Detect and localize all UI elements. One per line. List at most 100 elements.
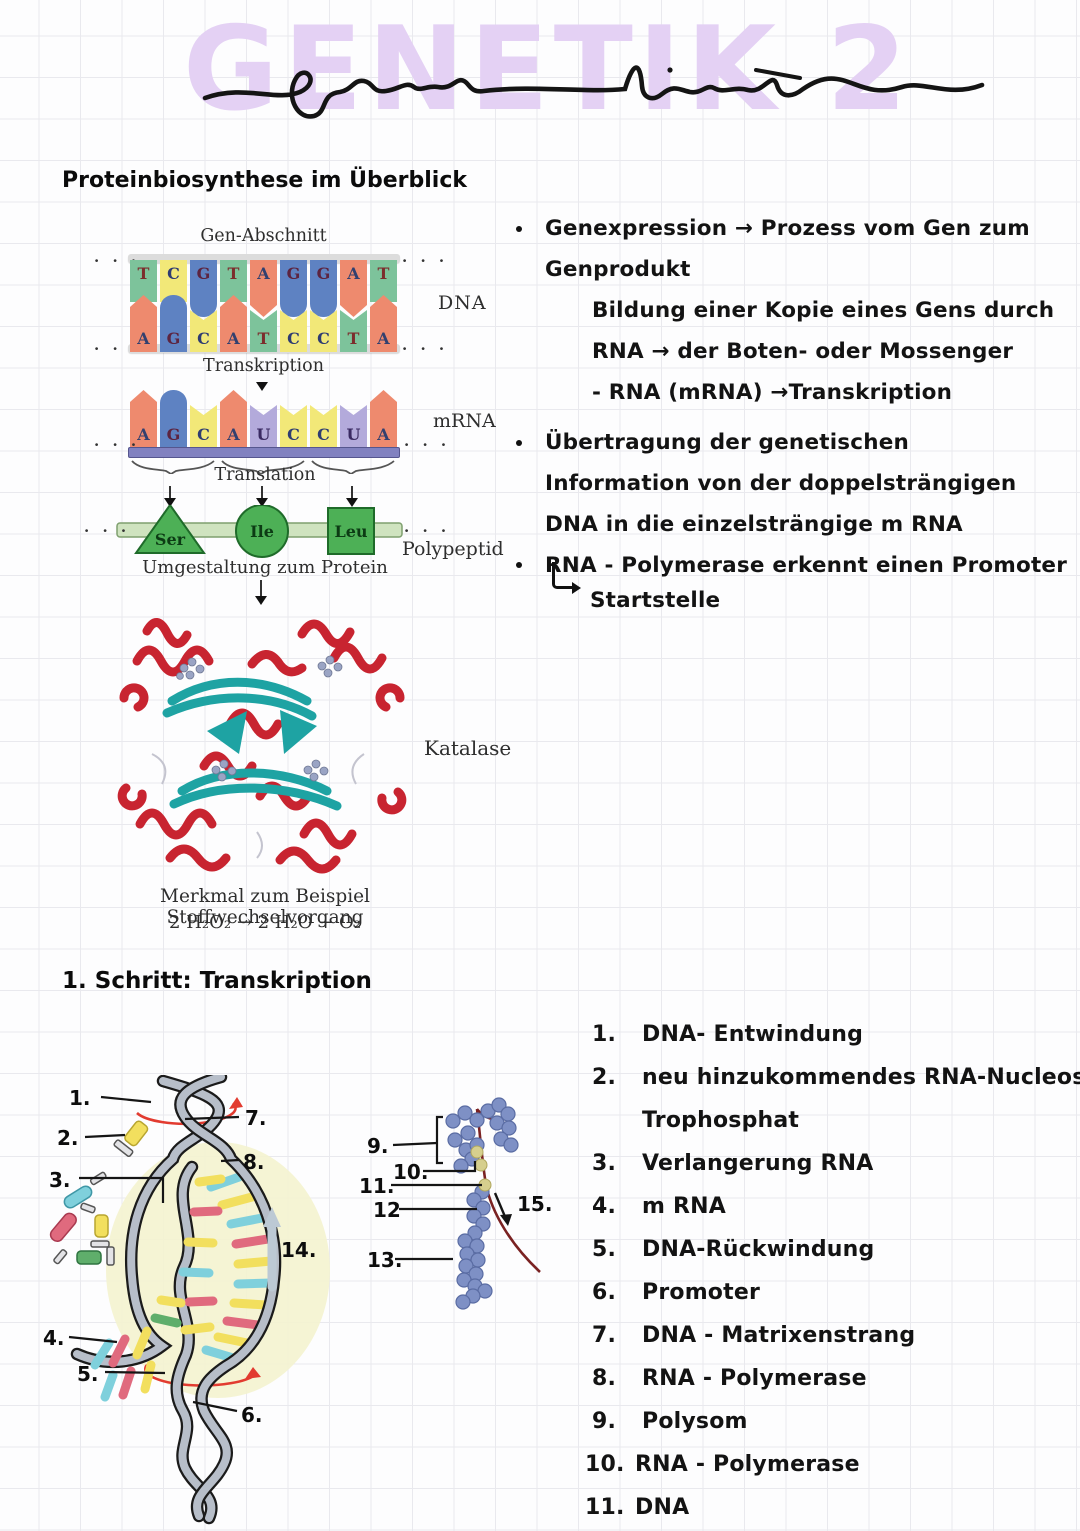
- legend-item-8: 8. RNA - Polymerase: [592, 1366, 867, 1391]
- base-pair: A T: [340, 260, 367, 352]
- note-line: Genexpression → Prozess vom Gen zum: [545, 216, 1030, 241]
- ellipsis: . . .: [94, 248, 141, 266]
- legend-number: 10.: [585, 1452, 625, 1477]
- mrna-base: U: [250, 405, 277, 447]
- callout-7: 7.: [245, 1106, 267, 1130]
- mrna-base: C: [280, 405, 307, 447]
- corner-arrow-icon: [552, 562, 581, 594]
- note-line: Startstelle: [590, 588, 721, 613]
- down-arrow-icon: [164, 498, 176, 513]
- polysome-diagram: 9. 10. 11. 12 13. 15.: [359, 1097, 552, 1310]
- dna-label: DNA: [438, 292, 487, 314]
- callout-8: 8.: [243, 1150, 265, 1174]
- ile-circle: [235, 505, 289, 558]
- mrna-base: C: [190, 405, 217, 447]
- base-bottom: A: [370, 295, 397, 352]
- base-top: A: [340, 260, 367, 317]
- legend-text: RNA - Polymerase: [635, 1452, 860, 1477]
- callout-9: 9.: [367, 1134, 389, 1158]
- trna-bead: [470, 1145, 484, 1159]
- callout-2: 2.: [57, 1126, 79, 1150]
- legend-number: 2.: [592, 1065, 617, 1090]
- katalase-equation: 2 H₂O₂ → 2 H₂O + O₂: [169, 912, 361, 933]
- transkription-label: Transkription: [203, 356, 324, 376]
- legend-item-5: 5.DNA-Rückwindung: [592, 1237, 874, 1262]
- note-line: - RNA (mRNA) →Transkription: [592, 380, 953, 405]
- katalase-label: Katalase: [424, 736, 512, 760]
- base-pair: T A: [370, 260, 397, 352]
- handwritten-title-overlay: [202, 65, 985, 119]
- legend-item-1: 1. DNA- Entwindung: [592, 1022, 863, 1047]
- dna-backbone-top: [128, 254, 400, 263]
- mrna-base: A: [220, 390, 247, 447]
- ellipsis: . . .: [402, 336, 449, 354]
- mrna-strand: A G C A U C C U A: [130, 384, 400, 447]
- legend-item-7: 7. DNA - Matrixenstrang: [592, 1323, 915, 1348]
- base-top: A: [250, 260, 277, 317]
- legend-text: RNA - Polymerase: [642, 1366, 867, 1391]
- down-arrow-icon: [256, 382, 268, 397]
- ellipsis: . . .: [402, 248, 449, 266]
- callout-6: 6.: [241, 1403, 263, 1427]
- connector-line: [261, 486, 263, 498]
- mrna-base: G: [160, 390, 187, 447]
- legend-text: DNA- Entwindung: [642, 1022, 864, 1047]
- page-title: GENETIK 2: [183, 2, 913, 137]
- note-line: Information von der doppelsträngigen: [545, 471, 1017, 496]
- legend-text: neu hinzukommendes RNA-Nucleosid: [642, 1065, 1080, 1090]
- base-top: G: [310, 260, 337, 317]
- legend-text: Trophosphat: [642, 1108, 800, 1133]
- legend-item-3: 3. Verlangerung RNA: [592, 1151, 873, 1176]
- rna-polymerase-blob: [106, 1142, 330, 1398]
- legend-item-9: 9.Polysom: [592, 1409, 748, 1434]
- ser-triangle: [134, 505, 206, 554]
- merkmal-caption: Merkmal zum Beispiel Stoffwechselvorgang: [160, 886, 370, 928]
- base-bottom: A: [220, 295, 247, 352]
- dna-strand-pairs: T A C G G C T A A T G C G C A T: [130, 260, 397, 352]
- free-nucleotide: [76, 1246, 115, 1266]
- mrna-base: A: [370, 390, 397, 447]
- connector-line: [351, 486, 353, 498]
- legend-number: 1.: [592, 1022, 617, 1047]
- legend-number: 3.: [592, 1151, 617, 1176]
- callout-10: 10.: [393, 1160, 428, 1184]
- heme-clusters: [176, 655, 343, 782]
- legend-text: Verlangerung RNA: [642, 1151, 874, 1176]
- legend-text: Polysom: [642, 1409, 748, 1434]
- mrna-backbone: [128, 447, 400, 458]
- note-line: Übertragung der genetischen: [545, 430, 910, 455]
- callout-14: 14.: [281, 1238, 316, 1262]
- bullet-icon: [516, 562, 522, 568]
- callout-13: 13.: [367, 1248, 402, 1272]
- note-line: RNA → der Boten- oder Mossenger: [592, 339, 1014, 364]
- legend-number: 7.: [592, 1323, 617, 1348]
- legend-item-4: 4.m RNA: [592, 1194, 726, 1219]
- ellipsis: . . .: [84, 518, 131, 536]
- amino-label: Leu: [334, 522, 367, 541]
- mrna-base: C: [310, 405, 337, 447]
- katalase-protein-image: [117, 618, 407, 874]
- transcription-diagram: 1. 2. 3. 4. 5. 6. 7. 8. 14.: [43, 1075, 330, 1525]
- legend-item-2-line2: Trophosphat: [642, 1108, 799, 1133]
- legend-number: 6.: [592, 1280, 617, 1305]
- mrna-base: A: [130, 390, 157, 447]
- amino-label: Ile: [250, 522, 274, 541]
- mrna-label: mRNA: [433, 410, 496, 432]
- umgestaltung-label: Umgestaltung zum Protein: [142, 557, 388, 578]
- down-arrow-icon: [346, 498, 358, 513]
- base-top: G: [280, 260, 307, 317]
- callout-1: 1.: [69, 1086, 91, 1110]
- legend-text: m RNA: [642, 1194, 726, 1219]
- section2-heading: 1. Schritt: Transkription: [62, 968, 372, 994]
- connector-line: [169, 486, 171, 498]
- legend-text: DNA-Rückwindung: [642, 1237, 875, 1262]
- legend-text: Promoter: [642, 1280, 761, 1305]
- legend-text: DNA - Matrixenstrang: [642, 1323, 916, 1348]
- callout-4: 4.: [43, 1326, 65, 1350]
- translation-label: Translation: [214, 465, 316, 485]
- legend-number: 8.: [592, 1366, 617, 1391]
- note-line: RNA - Polymerase erkennt einen Promoter: [545, 553, 1068, 578]
- down-arrow-icon: [255, 596, 267, 611]
- connector-line: [260, 580, 262, 596]
